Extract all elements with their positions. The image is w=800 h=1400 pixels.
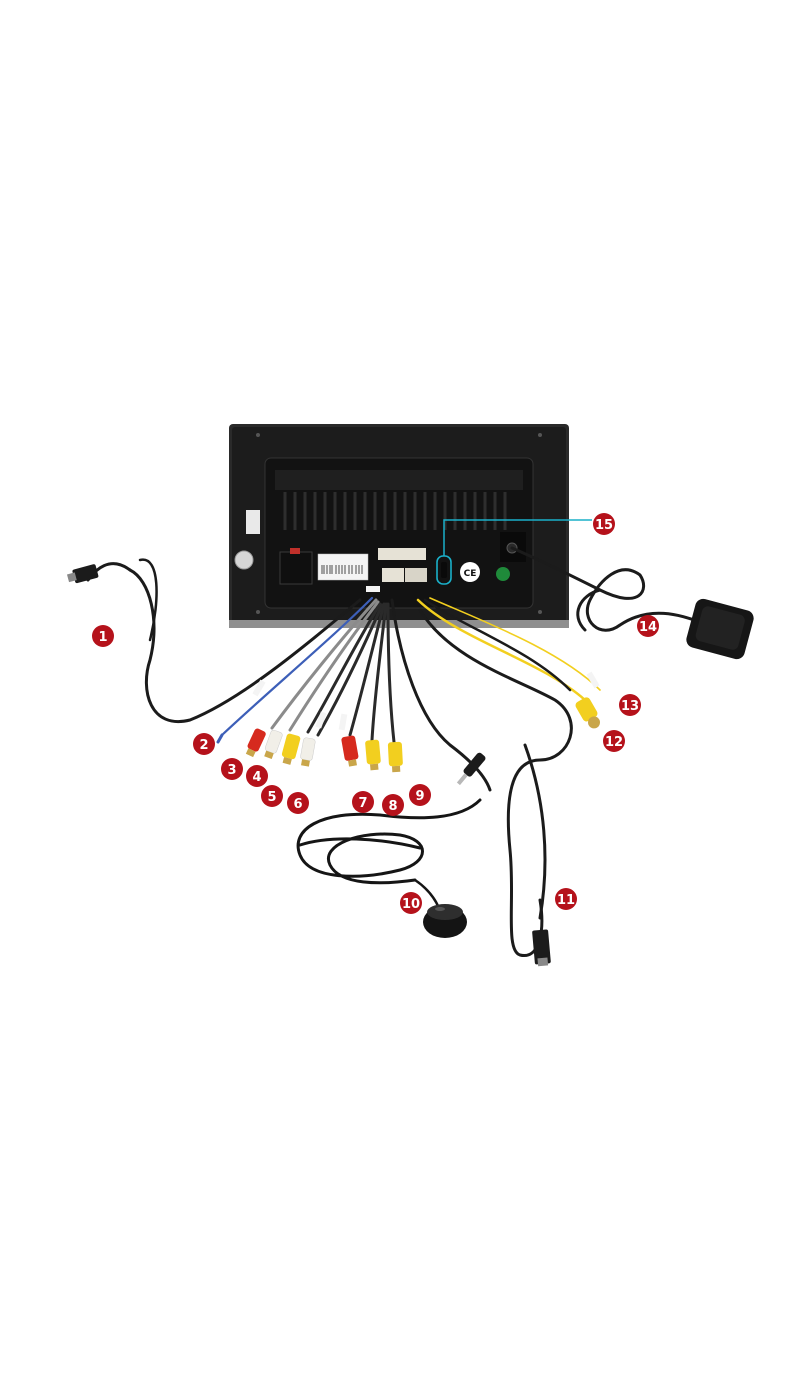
head-unit: CE [229,424,569,628]
callout-badge-12: 12 [603,730,625,752]
callout-badge-8: 8 [382,794,404,816]
mic-jack-plug [456,752,486,786]
heatsink-fins [283,492,507,530]
callout-label-3: 3 [227,763,236,778]
callout-label-11: 11 [557,893,575,908]
callout-badge-14: 14 [637,615,659,637]
usb-plug-1 [66,564,99,584]
callout-badge-3: 3 [221,758,243,780]
barcode-label [317,553,369,581]
callout-label-15: 15 [595,518,613,533]
cable-bundle [86,546,702,957]
callout-label-4: 4 [252,770,261,785]
wire-tag-13 [586,671,600,689]
callout-badge-7: 7 [352,791,374,813]
callout-badge-13: 13 [619,694,641,716]
usb-plug-11 [532,929,551,967]
callout-badge-2: 2 [193,733,215,755]
rca-plug-4 [264,729,283,760]
callout-badge-5: 5 [261,785,283,807]
callout-badge-1: 1 [92,625,114,647]
gps-antenna-14 [686,598,754,660]
callout-label-6: 6 [293,797,302,812]
callout-label-5: 5 [267,790,276,805]
callout-label-10: 10 [402,897,420,912]
rca-plug-9 [387,741,403,773]
microphone-10 [423,904,467,938]
rca-jack-12 [575,697,600,729]
callout-label-8: 8 [388,799,397,814]
rca-plug-6 [300,737,316,767]
callout-badge-10: 10 [400,892,422,914]
callout-label-14: 14 [639,620,657,635]
callout-label-13: 13 [621,699,639,714]
rca-plug-5 [281,733,301,765]
callout-label-9: 9 [415,789,424,804]
callout-badge-11: 11 [555,888,577,910]
callout-line-15 [443,519,592,556]
callout-badge-9: 9 [409,784,431,806]
callout-label-12: 12 [605,735,623,750]
callout-label-2: 2 [199,738,208,753]
callout-badge-6: 6 [287,792,309,814]
callout-badge-4: 4 [246,765,268,787]
rca-plug-7 [341,735,359,767]
rca-plug-3 [245,728,266,758]
callout-label-1: 1 [98,630,107,645]
blue-wire-tip [216,733,224,744]
callout-badge-15: 15 [593,513,615,535]
callout-label-7: 7 [358,796,367,811]
ce-mark [460,562,480,582]
rca-plug-8 [365,739,381,771]
ce-mark-text: CE [464,569,477,579]
